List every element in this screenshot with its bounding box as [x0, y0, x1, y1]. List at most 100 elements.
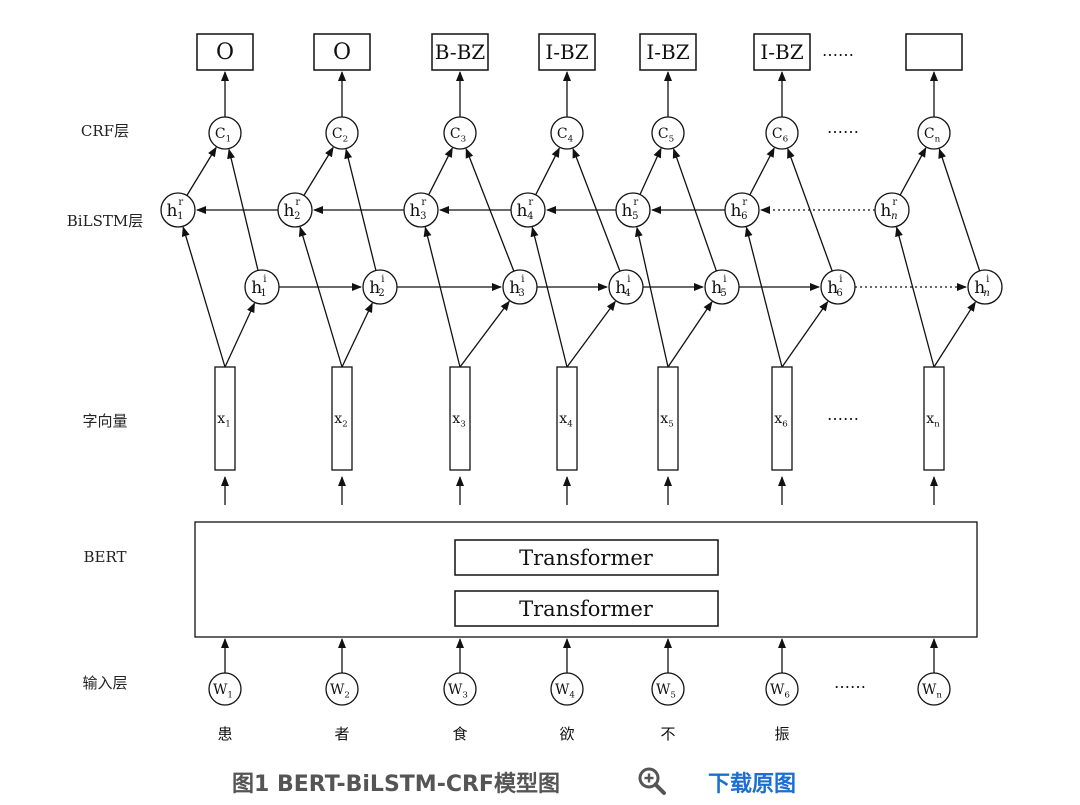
transformer-label: Transformer: [519, 546, 654, 570]
crf-node-label: C2: [332, 126, 348, 145]
output-label-text: I-BZ: [545, 40, 588, 64]
backward-to-crf-arrow: [428, 147, 453, 196]
crf-node: [325, 116, 359, 150]
char-vector-box: [331, 366, 353, 471]
crf-node-label: C6: [772, 126, 788, 145]
crf-layer-label: CRF层: [80, 122, 130, 140]
backward-lstm-node: [510, 192, 546, 228]
crf-node-label: Cn: [924, 126, 941, 145]
backward-lstm-node: [874, 192, 910, 228]
vector-to-forward-arrow: [667, 301, 713, 368]
crf-node: [917, 116, 951, 150]
backward-to-crf-arrow: [749, 147, 775, 196]
forward-lstm-node: [362, 269, 398, 305]
backward-to-crf-arrow: [186, 146, 217, 196]
vector-to-backward-arrow: [530, 226, 568, 368]
input-node-label: W6: [770, 682, 790, 701]
input-node: [917, 672, 951, 706]
char-vector-label: xn: [926, 411, 940, 430]
zoom-in-icon[interactable]: [636, 766, 670, 796]
vector-to-forward-arrow: [224, 302, 256, 368]
char-vector-box: [771, 366, 793, 471]
output-label-text: I-BZ: [646, 40, 689, 64]
input-node: [208, 672, 242, 706]
crf-node: [765, 116, 799, 150]
output-label-box: [753, 33, 811, 71]
connection-lines: [181, 71, 981, 673]
forward-lstm-node: [244, 269, 280, 305]
bilstm-layer-label: BiLSTM层: [66, 212, 144, 230]
forward-to-crf-arrow: [787, 148, 833, 272]
crf-node-label: C1: [215, 126, 231, 145]
input-layer-label: 输入层: [82, 674, 128, 692]
transformer-block: [454, 539, 719, 576]
char-vector-box: [657, 366, 679, 471]
figure-caption-bar: 图1 BERT-BiLSTM-CRF模型图 下载原图: [0, 762, 1080, 802]
vector-to-backward-arrow: [423, 226, 461, 368]
input-character: 患: [217, 725, 232, 743]
input-character: 食: [452, 725, 467, 743]
crf-node: [443, 116, 477, 150]
char-vector-label: x1: [217, 411, 230, 430]
transformer-block: [454, 590, 719, 627]
input-node: [651, 672, 685, 706]
ellipsis-mark: ……: [822, 41, 854, 60]
output-label-box: [538, 33, 596, 71]
backward-lstm-node: [403, 192, 439, 228]
forward-lstm-node: [820, 269, 856, 305]
vector-to-backward-arrow: [181, 226, 226, 368]
input-node-label: W4: [555, 682, 575, 701]
input-character: 者: [334, 725, 349, 743]
forward-to-crf-arrow: [227, 148, 259, 271]
crf-node-label: C5: [658, 126, 674, 145]
input-node-label: Wn: [922, 682, 942, 701]
backward-to-crf-arrow: [899, 147, 927, 196]
vector-to-forward-arrow: [341, 302, 373, 368]
input-node-label: W3: [448, 682, 468, 701]
input-character: 不: [660, 725, 675, 743]
char-vector-label: x5: [660, 411, 673, 430]
output-label-text: B-BZ: [435, 40, 486, 64]
input-node: [443, 672, 477, 706]
output-label-box: [313, 33, 371, 71]
forward-to-crf-arrow: [572, 147, 621, 272]
crf-node-label: C3: [450, 126, 466, 145]
char-vector-label: x3: [452, 411, 465, 430]
backward-to-crf-arrow: [303, 146, 334, 196]
output-label-text: I-BZ: [760, 40, 803, 64]
forward-lstm-node: [502, 269, 538, 305]
forward-lstm-node: [704, 269, 740, 305]
output-label-text: O: [333, 40, 351, 65]
input-node-label: W1: [213, 682, 233, 701]
char-vector-box: [214, 366, 236, 471]
vector-to-forward-arrow: [933, 301, 976, 368]
input-node: [550, 672, 584, 706]
output-label-text: O: [216, 40, 234, 65]
forward-to-crf-arrow: [672, 148, 717, 272]
backward-to-crf-arrow: [639, 147, 662, 195]
vector-to-backward-arrow: [634, 226, 669, 368]
input-character: 欲: [559, 725, 574, 743]
vector-to-backward-arrow: [744, 226, 783, 368]
char-vector-box: [449, 366, 471, 471]
vector-to-backward-arrow: [895, 226, 935, 368]
vector-to-backward-arrow: [298, 226, 343, 368]
backward-lstm-node: [160, 192, 196, 228]
backward-lstm-node: [277, 192, 313, 228]
forward-to-crf-arrow: [465, 147, 515, 272]
download-original-link[interactable]: 下载原图: [708, 772, 797, 797]
vector-to-forward-arrow: [566, 300, 616, 368]
